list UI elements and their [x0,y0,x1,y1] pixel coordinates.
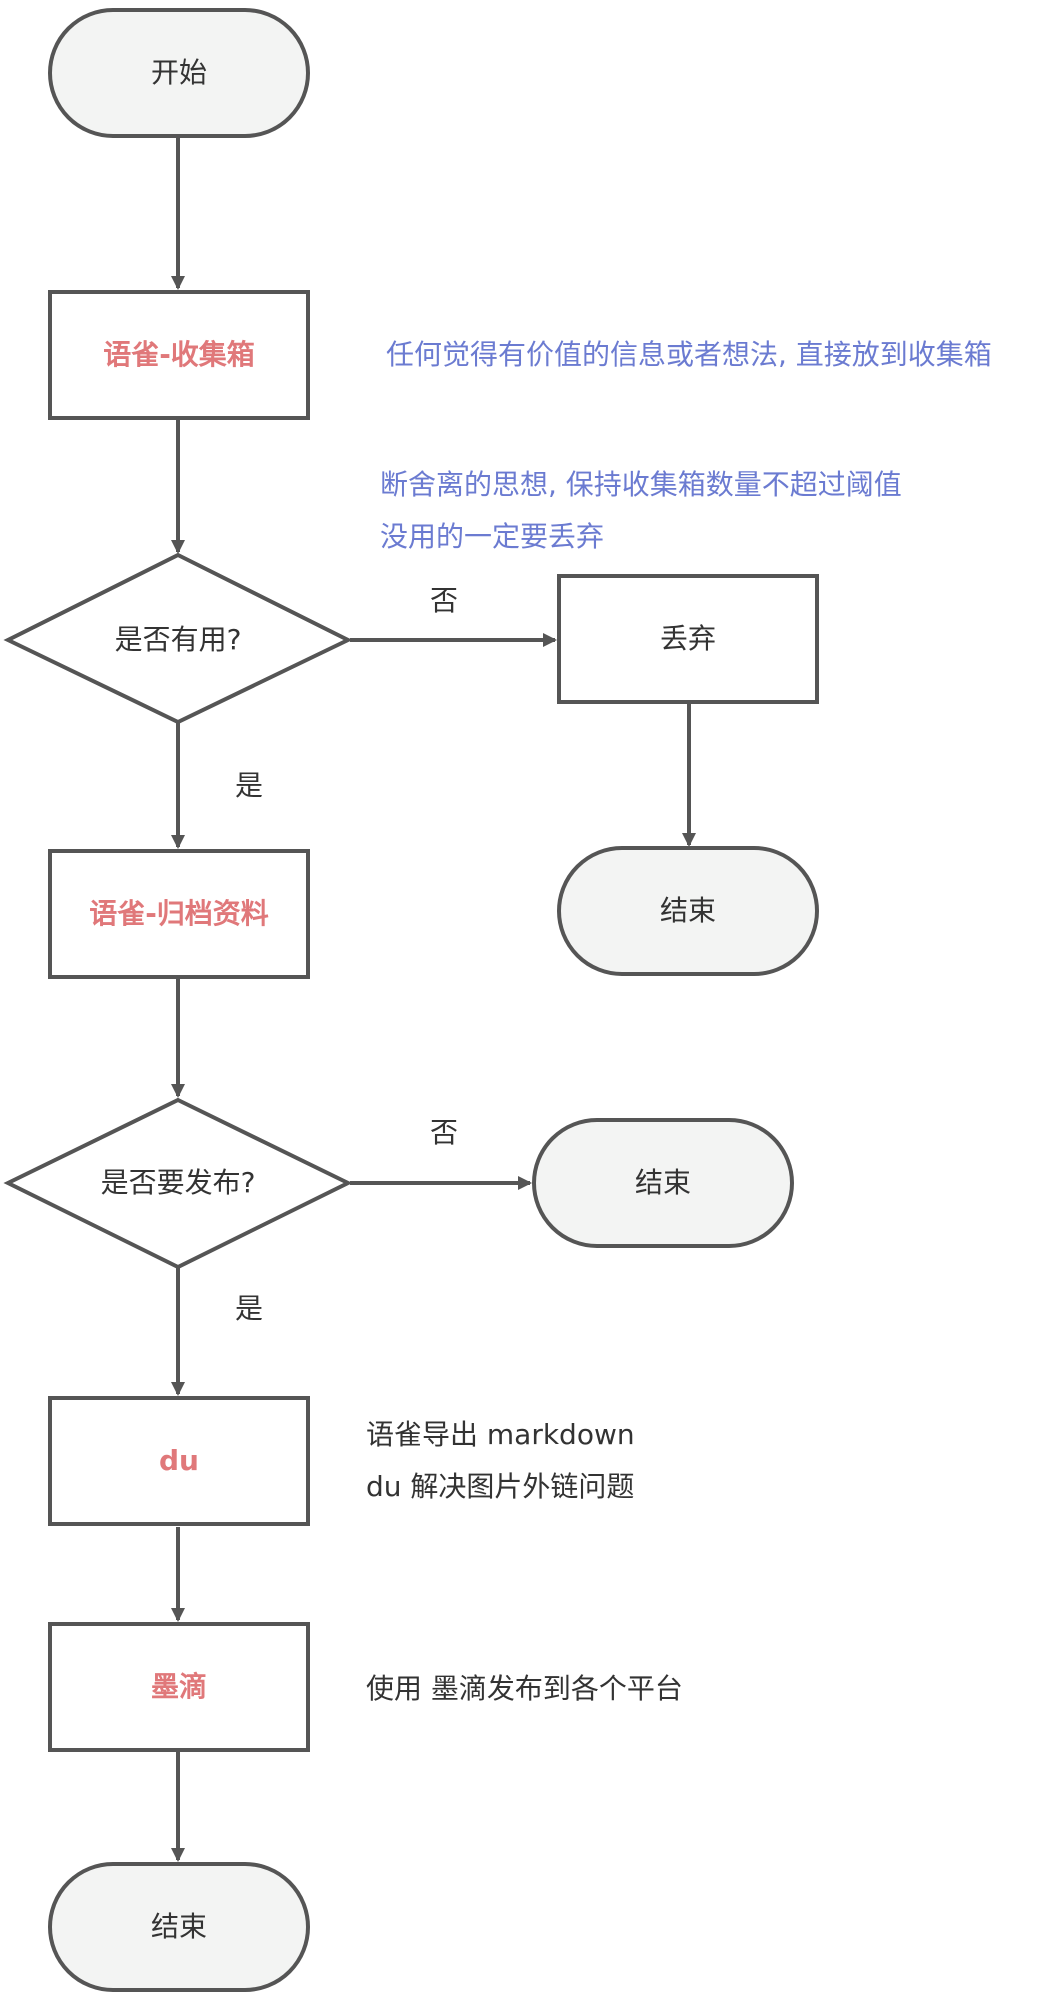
node-start: 开始 [48,8,310,138]
terminal-shape [48,8,310,138]
node-discard-label: 丢弃 [660,622,716,655]
note-useful-line1: 断舍离的思想, 保持收集箱数量不超过阈值 [380,468,902,501]
node-end-final-label: 结束 [151,1910,207,1943]
node-end-discard: 结束 [557,846,819,976]
note-modi: 使用 墨滴发布到各个平台 [366,1672,683,1705]
note-du-line1: 语雀导出 markdown [366,1418,635,1451]
node-collect-label: 语雀-收集箱 [103,338,255,371]
node-modi-label: 墨滴 [151,1670,207,1703]
process-box [48,1622,310,1752]
node-useful-label: 是否有用? [115,623,242,656]
terminal-shape [532,1118,794,1248]
note-collect: 任何觉得有价值的信息或者想法, 直接放到收集箱 [386,338,992,371]
node-discard: 丢弃 [557,574,819,704]
node-modi: 墨滴 [48,1622,310,1752]
node-publish-decision: 是否要发布? [3,1097,353,1270]
node-du-label: du [159,1444,199,1477]
node-end-nopublish: 结束 [532,1118,794,1248]
terminal-shape [557,846,819,976]
process-box [48,849,310,979]
edge-label-publish-no: 否 [430,1116,458,1149]
node-collect: 语雀-收集箱 [48,290,310,420]
decision-diamond [3,552,353,725]
decision-diamond [3,1097,353,1270]
edge-label-publish-yes: 是 [235,1292,263,1325]
node-archive-label: 语雀-归档资料 [89,897,269,930]
note-useful-line2: 没用的一定要丢弃 [380,520,604,553]
node-archive: 语雀-归档资料 [48,849,310,979]
node-du: du [48,1396,310,1526]
edge-label-useful-no: 否 [430,584,458,617]
node-end-discard-label: 结束 [660,894,716,927]
node-publish-label: 是否要发布? [101,1166,256,1199]
note-du-line2: du 解决图片外链问题 [366,1470,634,1503]
edges [171,137,696,1862]
node-start-label: 开始 [151,56,207,89]
node-useful-decision: 是否有用? [3,552,353,725]
node-end-nopublish-label: 结束 [635,1166,691,1199]
edge-label-useful-yes: 是 [235,769,263,802]
process-box [48,290,310,420]
terminal-shape [48,1862,310,1992]
process-box [557,574,819,704]
node-end-final: 结束 [48,1862,310,1992]
process-box [48,1396,310,1526]
